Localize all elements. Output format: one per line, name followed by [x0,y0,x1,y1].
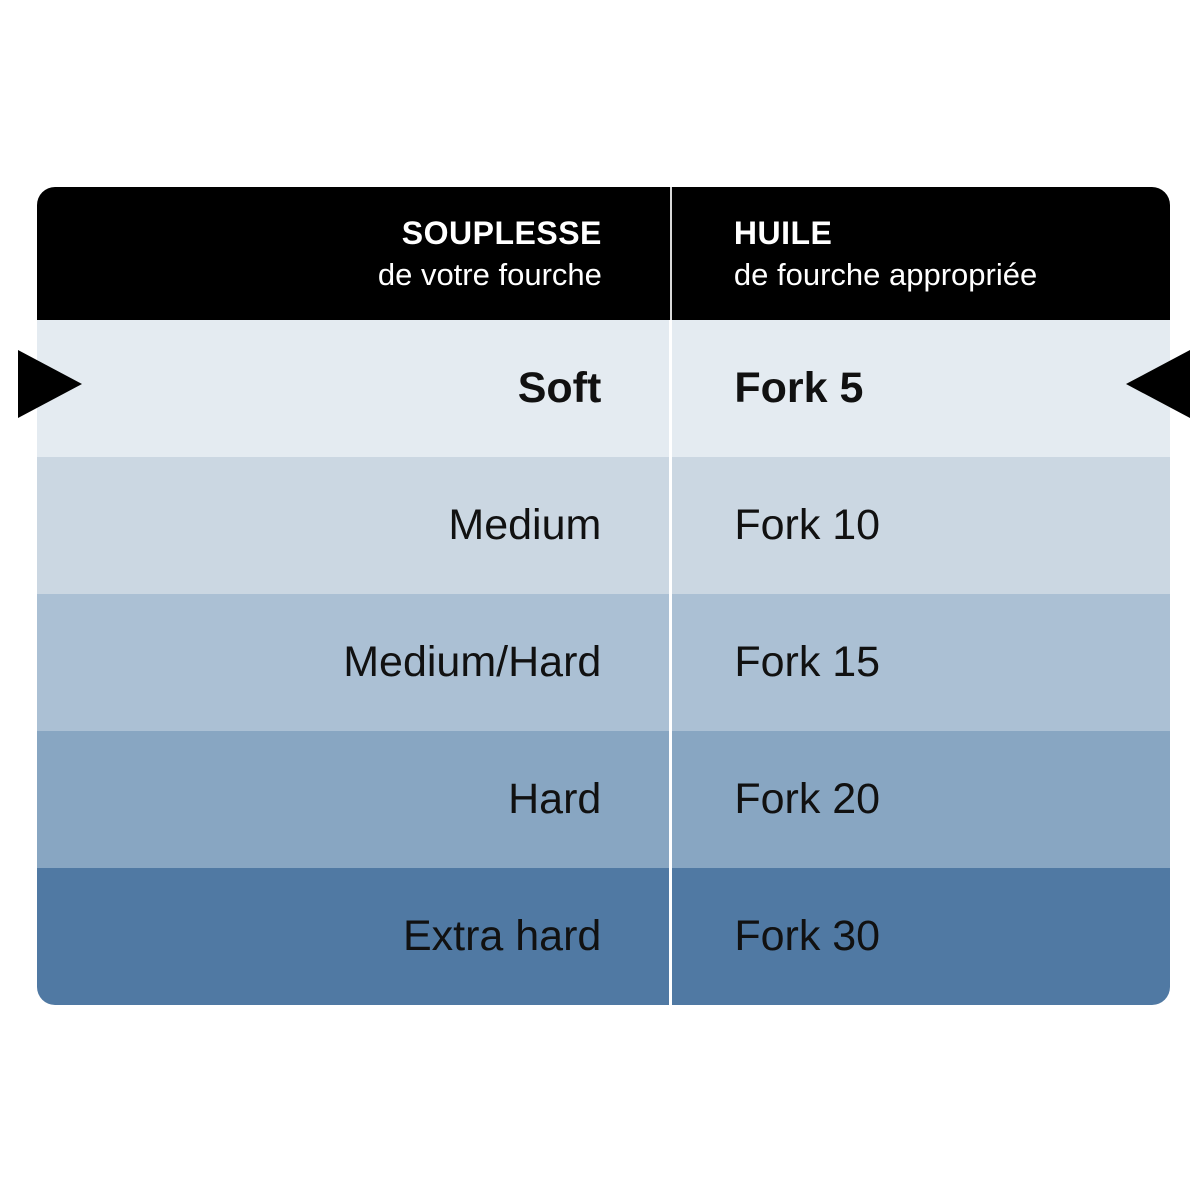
stiffness-cell: Extra hard [37,868,669,1005]
stiffness-value: Hard [508,775,602,823]
header-oil-title: HUILE [733,214,833,251]
table-row: Medium/Hard Fork 15 [37,594,1170,731]
column-divider [669,187,672,320]
header-oil-subtitle: de fourche appropriée [733,256,1038,292]
stiffness-cell: Medium/Hard [37,594,669,731]
header-stiffness: SOUPLESSE de votre fourche [37,187,670,320]
header-stiffness-title: SOUPLESSE [401,214,602,251]
column-divider [669,594,673,731]
highlight-arrow-right-icon [18,350,82,418]
stiffness-cell: Soft [37,320,669,457]
highlight-arrow-left-icon [1126,350,1190,418]
stiffness-value: Soft [517,364,602,412]
table-row: Soft Fork 5 [37,320,1170,457]
table-header: SOUPLESSE de votre fourche HUILE de four… [37,187,1170,320]
oil-value: Fork 15 [734,638,881,686]
oil-value: Fork 30 [734,912,881,960]
oil-cell: Fork 10 [672,457,1170,594]
header-stiffness-subtitle: de votre fourche [377,256,602,292]
table-row: Extra hard Fork 30 [37,868,1170,1005]
stiffness-value: Extra hard [402,912,602,960]
table-row: Hard Fork 20 [37,731,1170,868]
oil-cell: Fork 30 [672,868,1170,1005]
stiffness-value: Medium [448,501,602,549]
table-row: Medium Fork 10 [37,457,1170,594]
stiffness-cell: Hard [37,731,669,868]
fork-oil-table: SOUPLESSE de votre fourche HUILE de four… [37,187,1170,1005]
column-divider [669,320,673,457]
oil-cell: Fork 20 [672,731,1170,868]
oil-cell: Fork 5 [672,320,1170,457]
oil-value: Fork 20 [734,775,881,823]
header-oil: HUILE de fourche appropriée [672,187,1170,320]
oil-cell: Fork 15 [672,594,1170,731]
oil-value: Fork 5 [734,364,864,412]
stiffness-cell: Medium [37,457,669,594]
stiffness-value: Medium/Hard [343,638,602,686]
column-divider [669,457,673,594]
column-divider [669,868,673,1005]
column-divider [669,731,673,868]
oil-value: Fork 10 [734,501,881,549]
